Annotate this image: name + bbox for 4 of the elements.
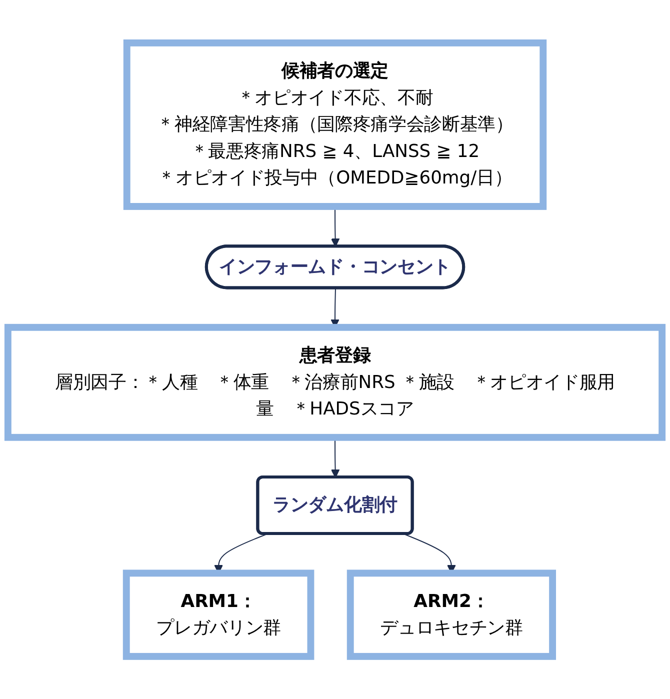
- node-box: 患者登録 層別因子：＊人種 ＊体重 ＊治療前NRS ＊施設 ＊オピオイド服用量 ＊HADSスコア: [4, 324, 666, 441]
- node-box: 候補者の選定 ＊オピオイド不応、不耐 ＊神経障害性疼痛（国際疼痛学会診断基準） ＊最悪疼痛NRS ≧ 4、LANSS ≧ 12 ＊オピオイド投与中（OMEDD≧60mg/日）: [123, 39, 547, 210]
- node-box: ARM1： プレガバリン群: [122, 570, 314, 660]
- node-box: ARM2： デュロキセチン群: [346, 570, 556, 660]
